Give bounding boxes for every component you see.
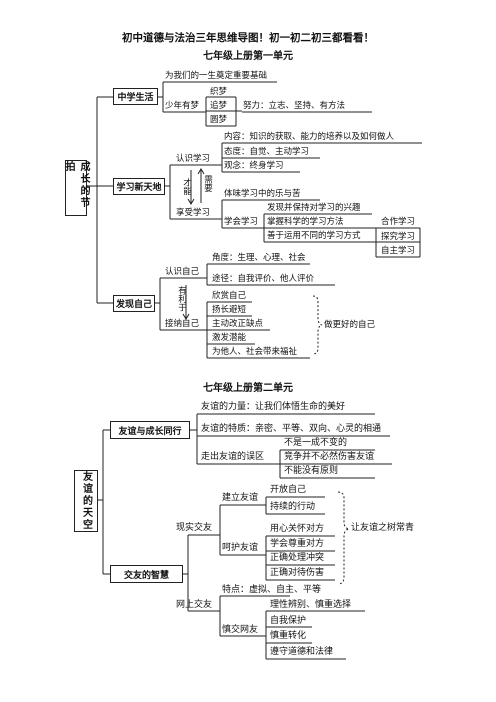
care-friendship: 呵护友谊 [222, 543, 259, 553]
vert-beneficial: 有利于 [176, 286, 187, 312]
enjoy-item-1: 体味学习中的乐与苦 [224, 189, 301, 199]
enjoy-item-2: 学会学习 [224, 217, 259, 227]
know-self: 认识自己 [165, 267, 200, 277]
branch-learning: 学习新天地 [113, 178, 165, 195]
build-friendship: 建立友谊 [222, 493, 259, 503]
build-item-2: 持续的行动 [270, 502, 316, 512]
online-friends: 网上交友 [176, 600, 213, 610]
map2-root-box: 友谊的天空 [74, 470, 98, 532]
branch-discover-self-label: 发现自己 [115, 300, 152, 310]
care-item-4: 正确对待伤害 [270, 568, 325, 578]
learn-method-3: 善于运用不同的学习方式 [267, 231, 361, 241]
vert-need: 需要 [202, 175, 213, 192]
care-item-1: 用心关怀对方 [270, 524, 325, 534]
enjoy-learning: 享受学习 [176, 208, 211, 218]
branch-friendship-growth-label: 友谊与成长同行 [118, 426, 182, 437]
cautious-item-2: 自我保护 [270, 616, 307, 626]
care-item-3: 正确处理冲突 [270, 553, 325, 563]
vert-ability: 才能 [181, 178, 192, 195]
effort-text: 努力：立志、坚持、有方法 [243, 101, 346, 111]
cautious-online: 慎交网友 [222, 625, 259, 635]
branch-friend-wisdom: 交友的智慧 [110, 565, 183, 583]
page-title: 初中道德与法治三年思维导图！初一初二初三都看看！ [122, 32, 374, 44]
cautious-item-4: 遵守道德和法律 [270, 647, 334, 657]
accept-self-item-3: 主动改正缺点 [212, 319, 264, 329]
learn-style-1: 合作学习 [381, 217, 416, 227]
accept-self-item-4: 激发潜能 [212, 333, 247, 343]
accept-self-item-2: 扬长避短 [212, 305, 247, 315]
myth-item-1: 不是一成不变的 [284, 438, 348, 448]
unit1-title: 七年级上册第一单元 [203, 51, 293, 62]
accept-self: 接纳自己 [165, 319, 200, 329]
unit2-title: 七年级上册第二单元 [203, 383, 293, 394]
learn-method-2: 掌握科学的学习方法 [267, 217, 344, 227]
branch-school-life-label: 中学生活 [117, 93, 154, 103]
myth-item-2: 竞争并不必然伤害友谊 [284, 452, 375, 462]
branch-school-life: 中学生活 [113, 88, 158, 105]
know-learning-item-1: 内容：知识的获取、能力的培养以及如何做人 [224, 132, 395, 142]
know-self-item-1: 角度：生理、心理、社会 [212, 253, 306, 263]
map1-root-box: 成长的节拍 [63, 160, 89, 216]
cautious-item-1: 理性辨别、慎重选择 [270, 600, 352, 610]
learn-style-2: 探究学习 [381, 232, 416, 242]
branch-friendship-growth: 友谊与成长同行 [110, 421, 190, 439]
know-learning-item-3: 观念：终身学习 [224, 161, 284, 171]
school-life-item-2: 少年有梦 [165, 101, 200, 111]
dream-2: 追梦 [210, 101, 228, 111]
know-learning: 认识学习 [176, 154, 211, 164]
friendship-myth: 走出友谊的误区 [201, 452, 265, 462]
dream-3: 圆梦 [210, 115, 228, 125]
branch-learning-label: 学习新天地 [116, 183, 162, 193]
branch-discover-self: 发现自己 [113, 295, 155, 312]
map2-root-label: 友谊的天空 [80, 471, 92, 531]
friendship-traits: 友谊的特质：亲密、平等、双向、心灵的相通 [201, 424, 382, 434]
real-friends: 现实交友 [176, 523, 213, 533]
build-item-1: 开放自己 [270, 485, 307, 495]
dream-1: 织梦 [210, 87, 228, 97]
learn-method-1: 发现并保持对学习的兴趣 [267, 203, 361, 213]
evergreen-text: 让友谊之树常青 [351, 523, 415, 533]
learn-style-3: 自主学习 [381, 246, 416, 256]
online-features: 特点：虚拟、自主、平等 [222, 585, 322, 595]
know-learning-item-2: 态度：自觉、主动学习 [224, 147, 310, 157]
accept-self-item-1: 欣赏自己 [212, 291, 247, 301]
care-item-2: 学会尊重对方 [270, 539, 325, 549]
friendship-power: 友谊的力量：让我们体悟生命的美好 [201, 402, 346, 412]
school-life-item-1: 为我们的一生奠定重要基础 [165, 71, 268, 81]
cautious-item-3: 慎重转化 [270, 631, 307, 641]
myth-item-3: 不能没有原则 [284, 466, 339, 476]
map1-root-label: 成长的节拍 [63, 161, 89, 209]
branch-friend-wisdom-label: 交友的智慧 [123, 570, 169, 581]
better-self: 做更好的自己 [324, 320, 376, 330]
accept-self-item-5: 为他人、社会带来福祉 [212, 347, 298, 357]
know-self-item-2: 途径：自我评价、他人评价 [212, 274, 315, 284]
